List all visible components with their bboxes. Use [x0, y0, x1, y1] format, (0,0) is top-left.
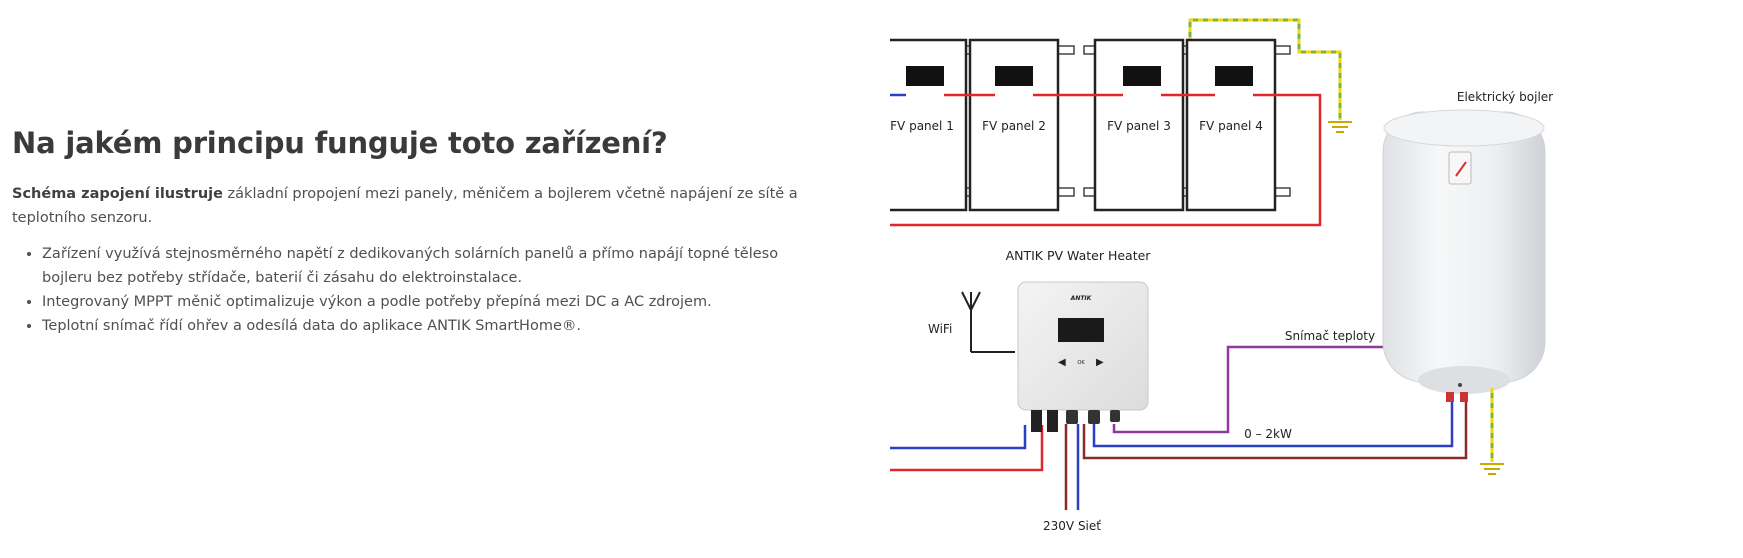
ground-symbol	[1328, 121, 1352, 133]
wifi-antenna-icon	[961, 291, 1015, 353]
connector-mc4	[1031, 410, 1042, 432]
article: Na jakém principu funguje toto zařízení?…	[12, 126, 812, 338]
device-title: ANTIK PV Water Heater	[1006, 248, 1152, 263]
connector-gland	[1088, 410, 1100, 424]
power-label: 0 – 2kW	[1244, 427, 1292, 441]
connector-mc4	[1047, 410, 1058, 432]
list-item: Integrovaný MPPT měnič optimalizuje výko…	[42, 290, 812, 314]
grid-wires	[1064, 424, 1080, 510]
feature-list: Zařízení využívá stejnosměrného napětí z…	[12, 242, 812, 338]
panel-label: FV panel 4	[1199, 119, 1263, 133]
wifi-label: WiFi	[928, 322, 952, 336]
wiring-diagram: FV panel 1 FV panel 2 FV panel 3 FV pane…	[890, 0, 1743, 558]
pv-water-heater-device: ANTIK ◀ OK ▶	[1017, 281, 1149, 432]
intro-bold: Schéma zapojení ilustruje	[12, 186, 223, 202]
pv-panel-2: FV panel 2	[968, 38, 1060, 212]
grid-label: 230V Sieť	[1043, 519, 1101, 533]
ground-wire-boiler	[1480, 388, 1504, 475]
connector-gland	[1066, 410, 1078, 424]
arrow-left-icon: ◀	[1058, 357, 1066, 368]
article-intro: Schéma zapojení ilustruje základní propo…	[12, 182, 812, 230]
boiler-label: Elektrický bojler	[1457, 90, 1553, 104]
pv-panel-4: FV panel 4	[1185, 38, 1277, 212]
panel-label: FV panel 2	[982, 119, 1046, 133]
pv-panel-3: FV panel 3	[1093, 38, 1185, 212]
pv-panel-1: FV panel 1	[890, 38, 968, 212]
arrow-right-icon: ▶	[1096, 357, 1104, 368]
list-item: Zařízení využívá stejnosměrného napětí z…	[42, 242, 812, 290]
intro-text: základní propojení mezi panely, měničem …	[12, 186, 798, 226]
sensor-label: Snímač teploty	[1285, 329, 1375, 343]
list-item: Teplotní snímač řídí ohřev a odesílá dat…	[42, 314, 812, 338]
article-title: Na jakém principu funguje toto zařízení?	[12, 126, 668, 160]
device-display	[1058, 318, 1104, 342]
panel-label: FV panel 3	[1107, 119, 1171, 133]
electric-boiler	[1382, 109, 1546, 402]
dc-wiring	[890, 93, 1322, 472]
ground-wire-top	[1188, 18, 1342, 120]
device-ok-label: OK	[1077, 360, 1085, 366]
connector-gland	[1110, 410, 1120, 422]
thermometer-icon	[1448, 151, 1472, 185]
panel-label: FV panel 1	[890, 119, 954, 133]
boiler-wires	[1082, 398, 1468, 460]
device-brand: ANTIK	[1070, 295, 1093, 302]
